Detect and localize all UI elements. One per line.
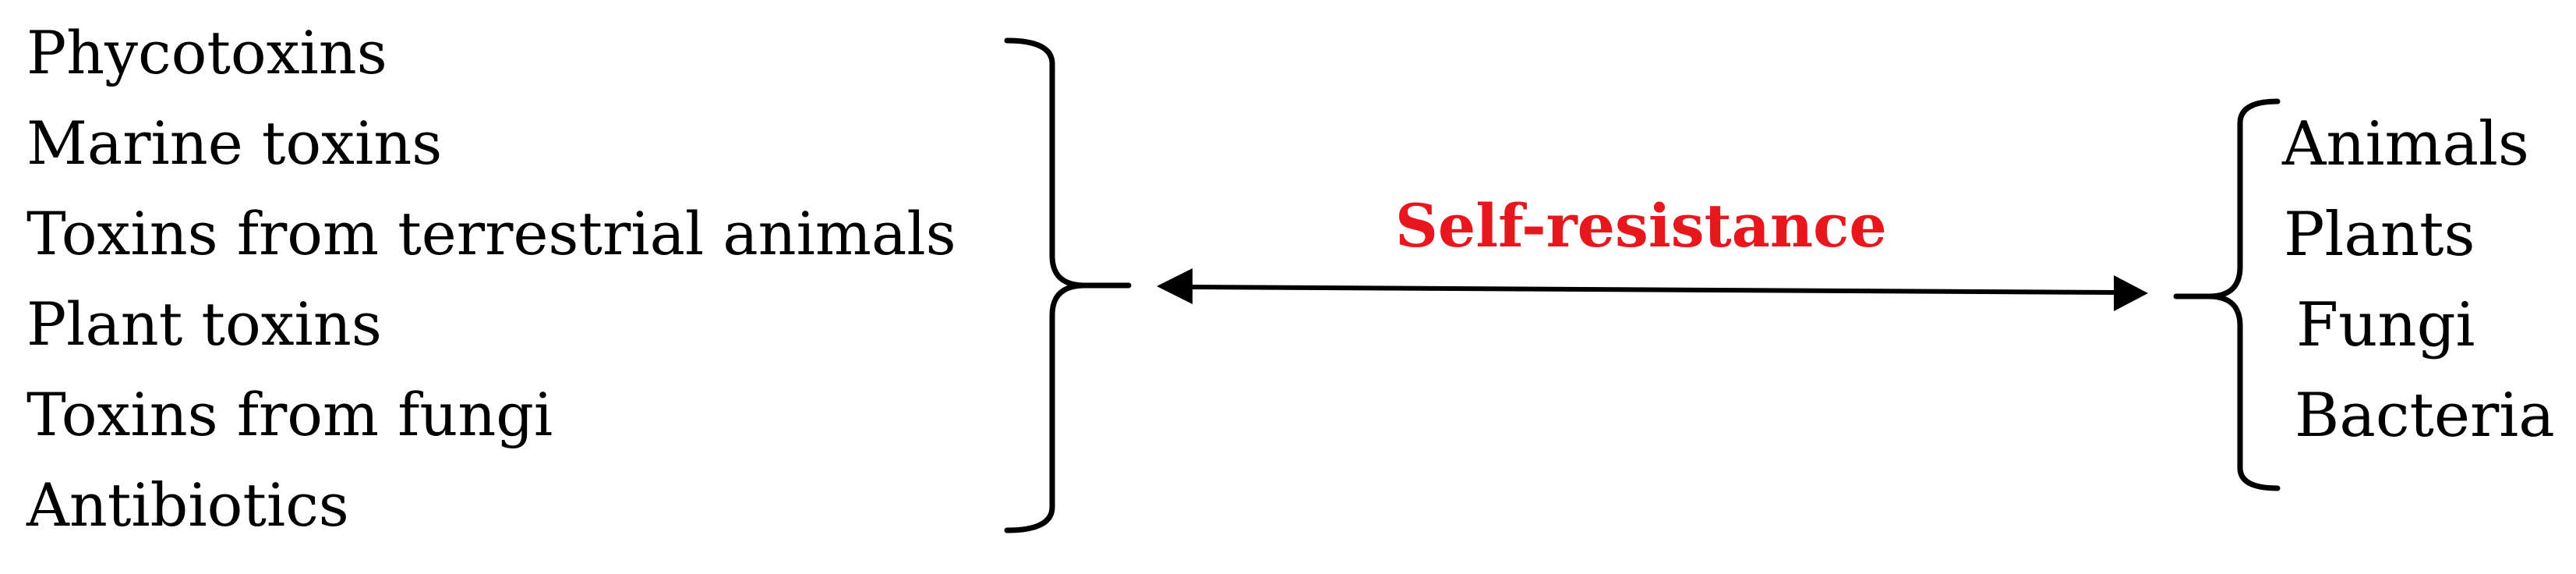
arrow-head-left [1157,268,1193,304]
left-item-antibiotics: Antibiotics [27,470,349,540]
left-item-phycotoxins: Phycotoxins [27,18,387,87]
arrow-shaft [1188,285,2119,295]
left-item-fungal-toxins: Toxins from fungi [27,380,553,449]
right-item-plants: Plants [2284,200,2475,270]
left-item-terrestrial-toxins: Toxins from terrestrial animals [27,199,956,268]
left-item-marine-toxins: Marine toxins [27,108,443,178]
right-item-bacteria: Bacteria [2295,381,2555,451]
right-item-animals: Animals [2282,109,2529,179]
self-resistance-label: Self-resistance [1395,191,1887,260]
left-brace [1004,37,1132,533]
left-item-plant-toxins: Plant toxins [27,289,382,359]
arrow-head-right [2114,275,2148,311]
right-brace [2173,98,2281,491]
right-item-fungi: Fungi [2296,290,2475,360]
